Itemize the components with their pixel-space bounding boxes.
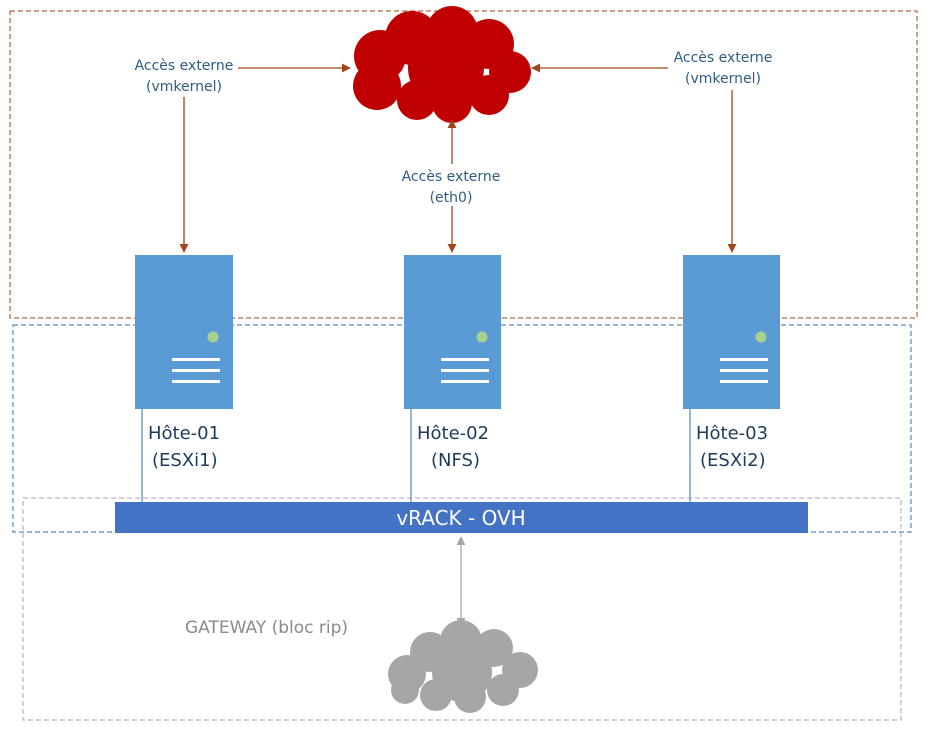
center-access-label-line2: (eth0) <box>430 190 473 206</box>
host-role-label: (ESXi2) <box>700 450 766 471</box>
gateway-label: GATEWAY (bloc rip) <box>185 618 348 638</box>
gateway-zone <box>22 497 902 721</box>
vrack-label: vRACK - OVH <box>396 506 525 530</box>
internet-cloud-icon <box>353 6 531 123</box>
server-icon <box>135 255 233 409</box>
server-icon <box>404 255 501 409</box>
gateway-cloud-icon <box>388 620 538 713</box>
host-name-label: Hôte-03 <box>696 423 768 444</box>
center-access-label-line1: Accès externe <box>402 169 501 185</box>
right-access-label-line2: (vmkernel) <box>685 71 761 87</box>
host-name-label: Hôte-02 <box>417 423 489 444</box>
host-name-label: Hôte-01 <box>148 423 220 444</box>
host-role-label: (ESXi1) <box>152 450 218 471</box>
left-access-label-line1: Accès externe <box>135 58 234 74</box>
host-role-label: (NFS) <box>431 450 480 471</box>
left-access-label-line2: (vmkernel) <box>146 79 222 95</box>
right-access-label-line1: Accès externe <box>674 50 773 66</box>
server-icon <box>683 255 780 409</box>
vrack-bar <box>115 502 808 533</box>
